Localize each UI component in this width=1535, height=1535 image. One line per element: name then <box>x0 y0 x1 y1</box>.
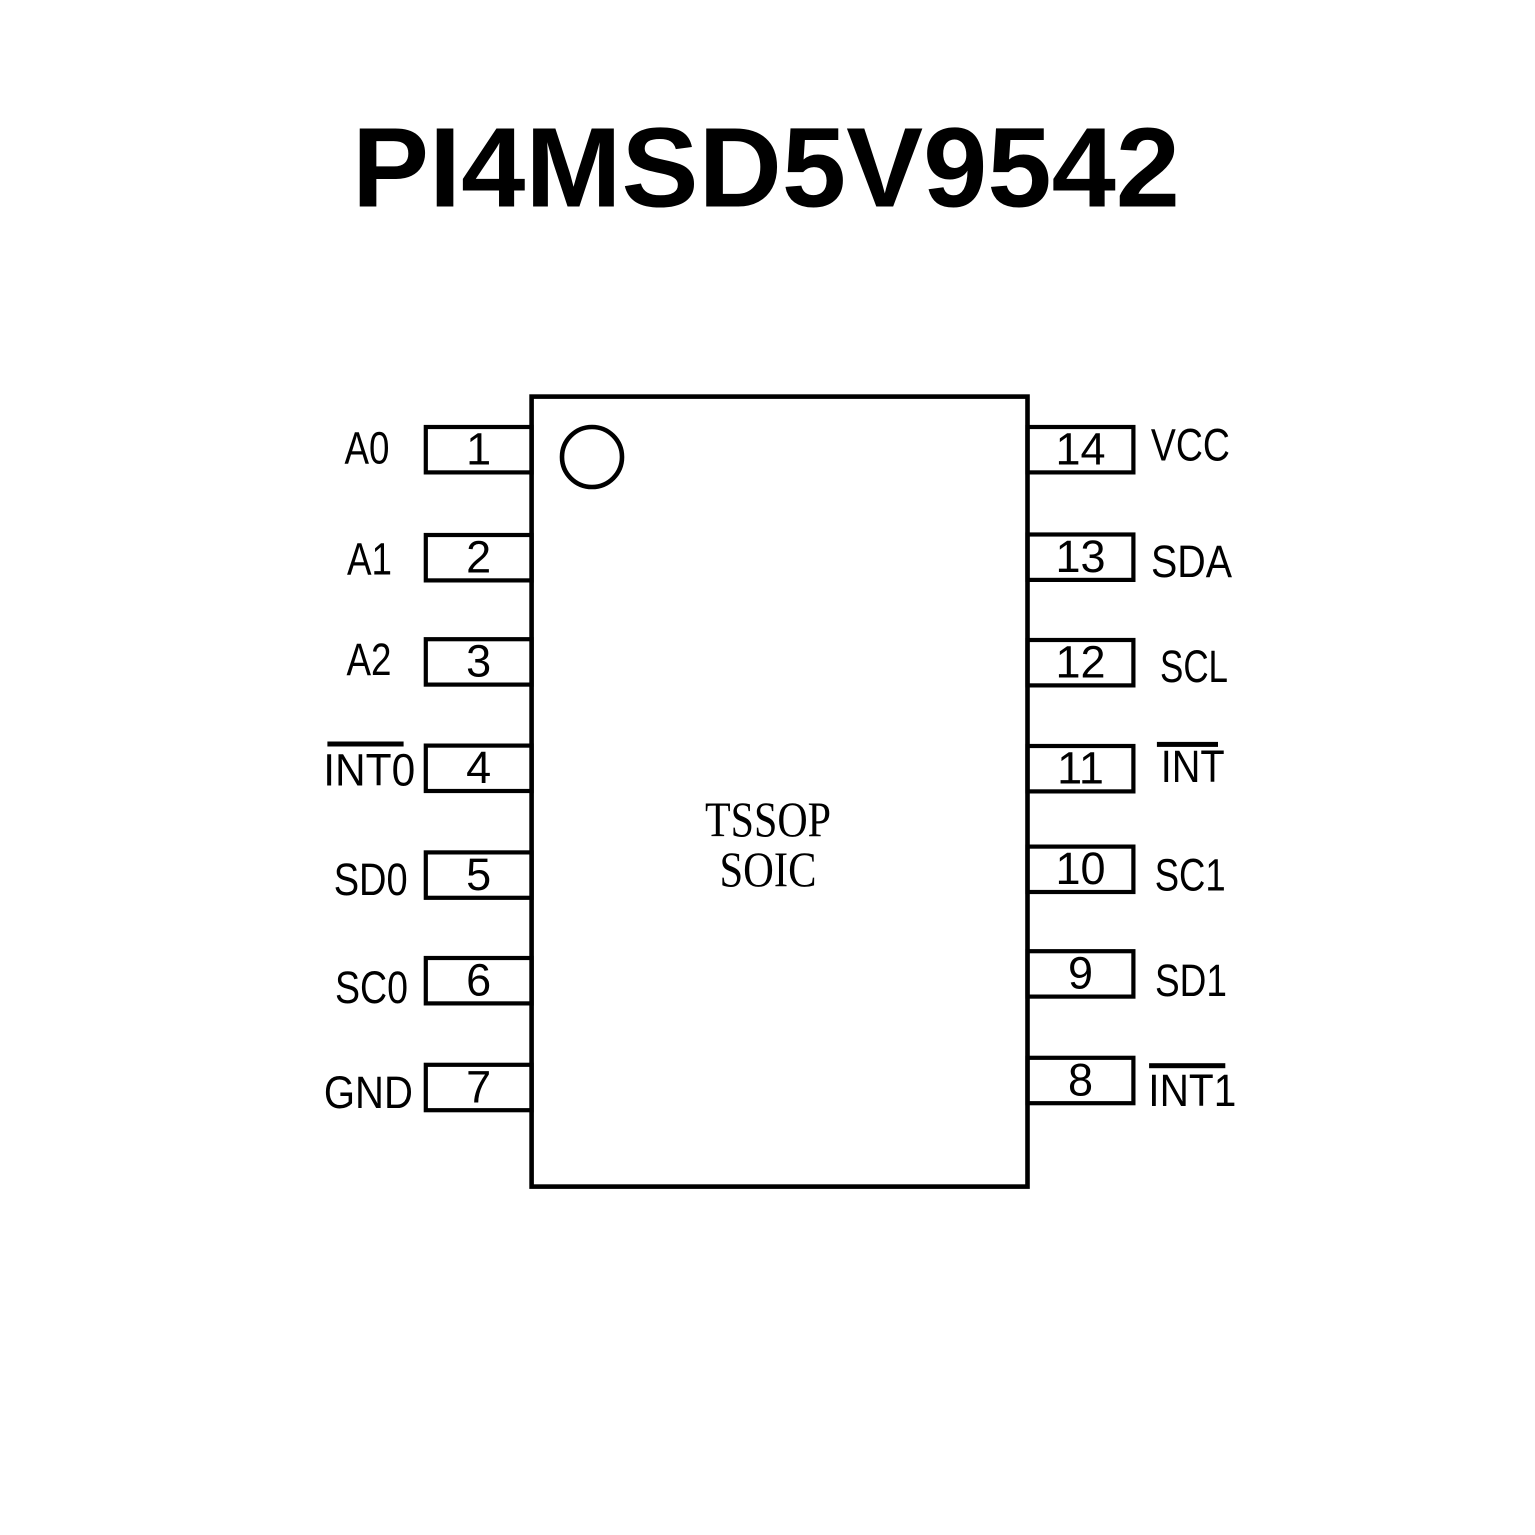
svg-text:4: 4 <box>466 742 491 793</box>
svg-text:12: 12 <box>1055 637 1105 688</box>
svg-text:SC0: SC0 <box>335 962 408 1013</box>
svg-text:14: 14 <box>1055 424 1105 475</box>
svg-text:A2: A2 <box>347 634 392 685</box>
svg-text:SD1: SD1 <box>1155 955 1227 1006</box>
svg-text:PI4MSD5V9542: PI4MSD5V9542 <box>352 105 1180 231</box>
svg-text:9: 9 <box>1068 948 1093 999</box>
svg-text:6: 6 <box>466 955 491 1006</box>
svg-text:1: 1 <box>466 424 491 475</box>
svg-text:A0: A0 <box>345 422 390 473</box>
svg-text:SD0: SD0 <box>334 854 408 905</box>
svg-text:2: 2 <box>466 532 491 583</box>
svg-text:8: 8 <box>1068 1054 1093 1105</box>
svg-text:VCC: VCC <box>1151 419 1230 470</box>
svg-text:SCL: SCL <box>1160 641 1228 692</box>
svg-text:SDA: SDA <box>1151 536 1232 587</box>
svg-text:INT1: INT1 <box>1148 1065 1236 1116</box>
svg-text:GND: GND <box>324 1067 413 1118</box>
svg-text:5: 5 <box>466 849 491 900</box>
svg-text:SOIC: SOIC <box>720 841 817 897</box>
svg-text:TSSOP: TSSOP <box>705 791 831 847</box>
svg-text:SC1: SC1 <box>1155 850 1226 901</box>
svg-text:11: 11 <box>1057 743 1104 794</box>
svg-text:INT0: INT0 <box>323 745 415 796</box>
svg-text:3: 3 <box>466 636 491 687</box>
svg-text:A1: A1 <box>347 534 392 585</box>
svg-text:INT: INT <box>1161 741 1225 792</box>
svg-text:7: 7 <box>466 1061 491 1112</box>
svg-text:13: 13 <box>1055 531 1105 582</box>
svg-text:10: 10 <box>1055 843 1105 894</box>
